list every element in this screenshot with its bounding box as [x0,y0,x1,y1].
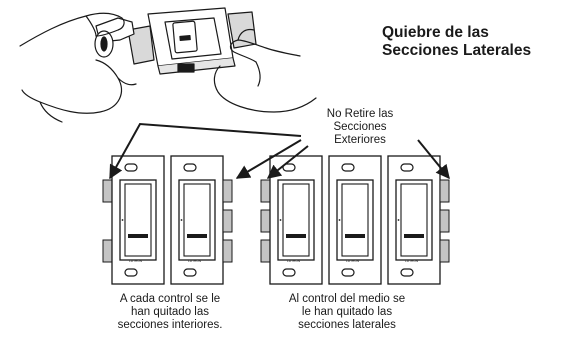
group-right [260,155,450,285]
arrow-right-group-left [266,145,309,179]
caption-left-line-3: secciones interiores. [117,319,223,331]
fin-outer-left-bottom [102,239,113,263]
caption-left: A cada control se le han quitado las sec… [95,293,245,332]
hands-illustration [19,7,317,123]
fin-r-left-bottom [260,239,271,263]
callout-line-1: No Retire las [326,108,394,120]
left-hand [19,12,125,114]
fin-r-left-top [260,179,271,203]
callout-line-3: Exteriores [334,134,386,146]
fin-r-right-bottom [439,239,450,263]
fin-r-right-mid [439,209,450,233]
dimmer-slider [179,34,191,42]
title-line-2: Secciones Laterales [382,42,532,59]
fin-r-right-top [439,179,450,203]
caption-right-line-1: Al control del medio se [288,293,406,305]
caption-right-line-3: secciones laterales [298,319,396,331]
callout-arrows [109,122,450,180]
arrow-far-left [109,122,302,180]
callout-label: No Retire las Secciones Exteriores [300,108,420,147]
arrow-far-right [417,139,450,180]
control-2 [170,155,224,285]
diagram-title: Quiebre de las Secciones Laterales [382,24,588,60]
caption-left-line-1: A cada control se le [119,293,221,305]
fin-left [127,25,155,65]
fin-outer-right-top [222,179,233,203]
fin-outer-right-bottom [222,239,233,263]
fin-r-left-mid [260,209,271,233]
caption-right: Al control del medio se le han quitado l… [272,293,422,332]
control-3 [269,155,323,285]
fin-outer-right-mid [222,209,233,233]
fin-outer-left-top [102,179,113,203]
control-4 [328,155,382,285]
callout-line-2: Secciones [333,121,387,133]
control-5 [387,155,441,285]
control-1 [111,155,165,285]
bottom-tab [177,63,195,73]
group-left [102,155,233,285]
title-line-1: Quiebre de las [382,24,489,41]
dimmer-side [157,57,236,75]
arrow-left-group-right [235,139,302,179]
caption-right-line-2: le han quitado las [301,306,393,318]
caption-left-line-2: han quitado las [130,306,209,318]
